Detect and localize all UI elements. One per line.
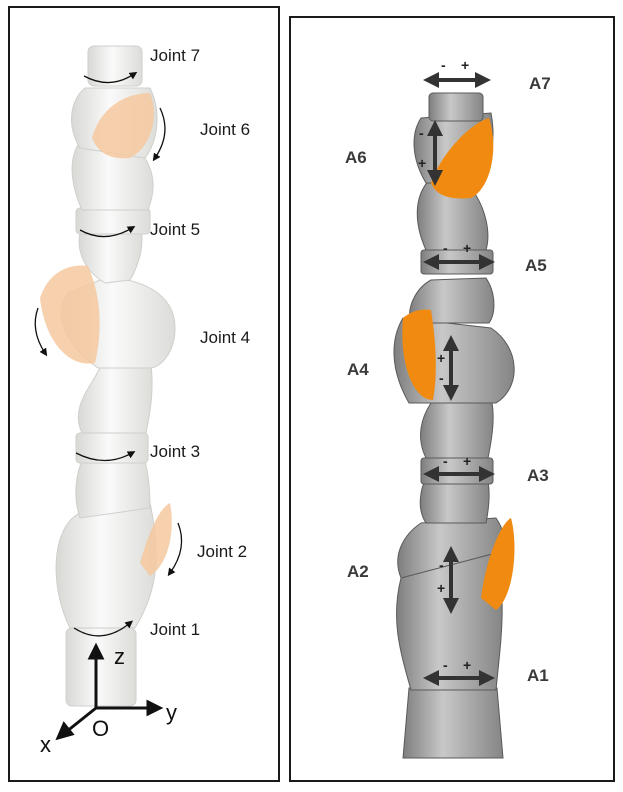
a6-plus: + [418, 155, 426, 171]
joint-3-label: Joint 3 [150, 442, 201, 461]
joint-6-label: Joint 6 [200, 120, 251, 139]
a2-accent [481, 518, 515, 610]
y-axis-label: y [166, 700, 177, 725]
a1-label: A1 [527, 666, 549, 685]
robot-arm-illustration-right: -+ -+ -+ +- -+ -+ -+ [393, 57, 515, 759]
a3-label: A3 [527, 466, 549, 485]
joint-7-label: Joint 7 [150, 46, 201, 65]
a2-minus: - [439, 557, 444, 573]
a2-plus: + [437, 580, 445, 596]
a4-accent [402, 309, 436, 400]
a2-label: A2 [347, 562, 369, 581]
a3-minus: - [443, 453, 448, 469]
a4-plus: + [437, 350, 445, 366]
robot-arm-illustration-left [34, 45, 183, 741]
a7-minus: - [441, 57, 446, 73]
a6-accent [431, 118, 494, 199]
double-arrows [423, 72, 495, 686]
a5-minus: - [443, 240, 448, 256]
sign-marks: -+ -+ -+ +- -+ -+ -+ [418, 57, 471, 673]
a3-plus: + [463, 453, 471, 469]
a7-label: A7 [529, 74, 551, 93]
a5-plus: + [463, 240, 471, 256]
x-axis-label: x [40, 732, 51, 757]
origin-label: O [92, 716, 110, 741]
a1-minus: - [443, 657, 448, 673]
joint-1-label: Joint 1 [150, 620, 201, 639]
joint6-highlight [92, 93, 154, 159]
left-panel: Joint 7 Joint 6 Joint 5 Joint 4 Joint 3 … [8, 6, 280, 782]
a7-plus: + [461, 57, 469, 73]
a4-label: A4 [347, 360, 369, 379]
joint4-highlight [40, 265, 100, 364]
joint-2-label: Joint 2 [197, 542, 248, 561]
z-axis-label: z [114, 644, 125, 669]
coordinate-frame [55, 642, 164, 741]
joint-4-label: Joint 4 [200, 328, 251, 347]
a1-plus: + [463, 657, 471, 673]
a6-minus: - [419, 125, 424, 141]
joint2-highlight [140, 503, 172, 576]
right-panel: -+ -+ -+ +- -+ -+ -+ A7 A6 A5 A4 A3 A2 A… [289, 16, 615, 782]
a6-label: A6 [345, 148, 367, 167]
a5-label: A5 [525, 256, 547, 275]
joint-5-label: Joint 5 [150, 220, 201, 239]
a4-minus: - [439, 370, 444, 386]
